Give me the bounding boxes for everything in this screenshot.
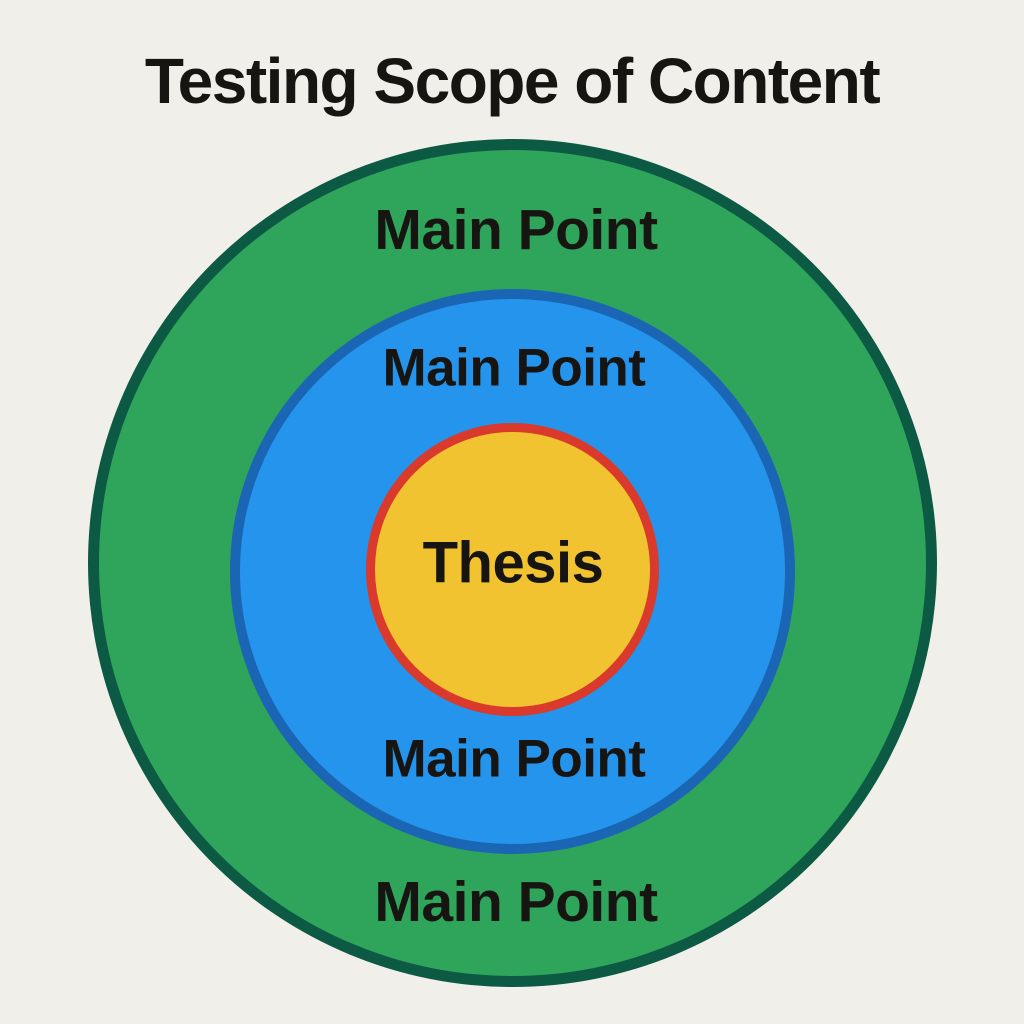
middle-ring-label-bottom: Main Point bbox=[382, 729, 646, 789]
thesis-label: Thesis bbox=[422, 530, 604, 596]
inner-thesis-circle bbox=[366, 423, 659, 716]
page-title: Testing Scope of Content bbox=[144, 45, 881, 117]
outer-ring-label-top: Main Point bbox=[374, 198, 658, 262]
outer-ring-label-bottom: Main Point bbox=[374, 870, 658, 934]
middle-ring-label-top: Main Point bbox=[382, 338, 646, 398]
